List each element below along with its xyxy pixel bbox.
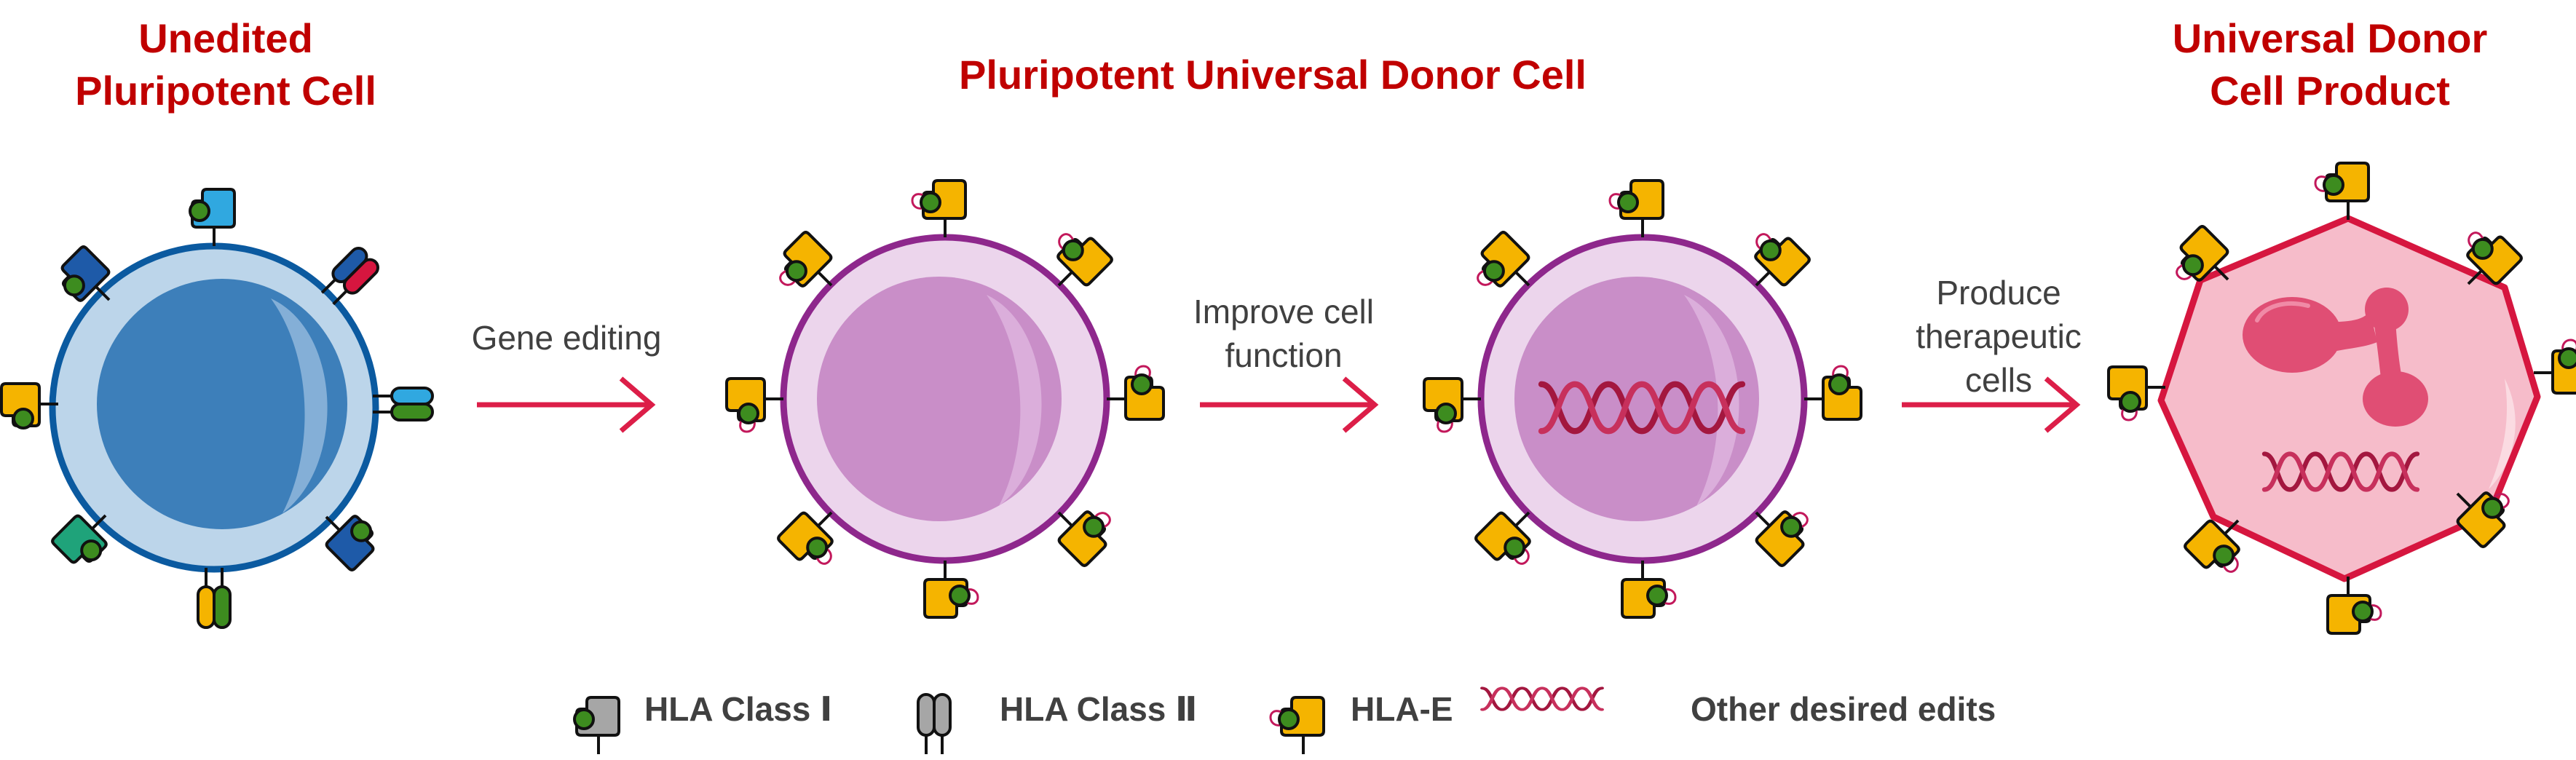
hla-e-receptor [1608,179,1664,239]
arrow-produce-head [2044,376,2081,433]
universal-donor-cell-edited [725,179,1165,619]
arrow-improve-head [1342,376,1379,433]
legend-hla-class-2-label: HLA Class Ⅱ [1000,690,1197,728]
product-nucleus [2243,288,2428,427]
legend-hla-e-icon [1269,696,1325,756]
udc-improved-nucleus-highlight [1684,295,1739,506]
title-pluripotent-universal-donor-cell: Pluripotent Universal Donor Cell [959,52,1587,98]
step-produce-therapeutic-cells: Produce therapeutic cells [1902,274,2082,433]
hla-e-receptor [911,179,967,239]
hla-e-receptor [2326,575,2382,635]
product-cell-body [2157,215,2541,582]
legend-other-edits-icon [1482,688,1603,709]
step-produce-line-1: Produce [1936,274,2061,312]
hla-e-receptor [725,377,785,433]
title-unedited-line-1: Unedited [138,15,313,61]
unedited-nucleus-highlight [271,298,328,513]
hla-e-receptor [1621,559,1677,619]
step-gene-editing: Gene editing [472,319,662,433]
step-improve-cell-function: Improve cell function [1193,293,1379,433]
hla-e-receptor [1423,377,1482,433]
hla-class-1-receptor [189,188,236,248]
udc-nucleus [817,277,1062,521]
legend-hla-class-1-label: HLA Class Ⅰ [644,690,832,728]
legend-hla-e-label: HLA-E [1351,690,1453,728]
product-cell-highlight [2489,379,2516,489]
arrow-gene-editing-head [619,376,656,433]
step-produce-line-3: cells [1965,361,2032,399]
hla-e-receptor [2107,365,2167,421]
hla-e-receptor [923,559,979,619]
universal-donor-cell-product [2107,162,2576,635]
step-improve-line-1: Improve cell [1193,293,1374,330]
title-universal-donor-cell-product: Universal Donor Cell Product [2173,15,2488,114]
hla-e-receptor [1803,365,1862,421]
udc-improved-nucleus [1514,277,1759,521]
unedited-pluripotent-cell [0,188,434,629]
universal-donor-cell-improved [1423,179,1862,619]
hla-e-receptor [1105,365,1165,421]
hla-class-2-receptor [197,566,232,629]
step-gene-editing-label: Gene editing [472,319,662,357]
udc-nucleus-highlight [987,295,1042,506]
step-improve-line-2: function [1225,336,1342,374]
title-product-line-2: Cell Product [2210,68,2450,114]
unedited-nucleus [97,279,347,529]
legend: HLA Class Ⅰ HLA Class Ⅱ HLA-E Other desi… [573,688,1996,756]
title-unedited-line-2: Pluripotent Cell [75,68,376,114]
legend-hla-class-1-icon [573,696,620,756]
legend-hla-class-2-icon [917,693,952,756]
hla-e-receptor [2532,339,2576,395]
step-produce-line-2: therapeutic [1916,317,2082,355]
hla-e-receptor [2314,162,2370,221]
title-unedited-pluripotent-cell: Unedited Pluripotent Cell [75,15,376,114]
title-product-line-1: Universal Donor [2173,15,2488,61]
legend-other-edits-label: Other desired edits [1691,690,1996,728]
hla-class-2-receptor [371,387,434,421]
